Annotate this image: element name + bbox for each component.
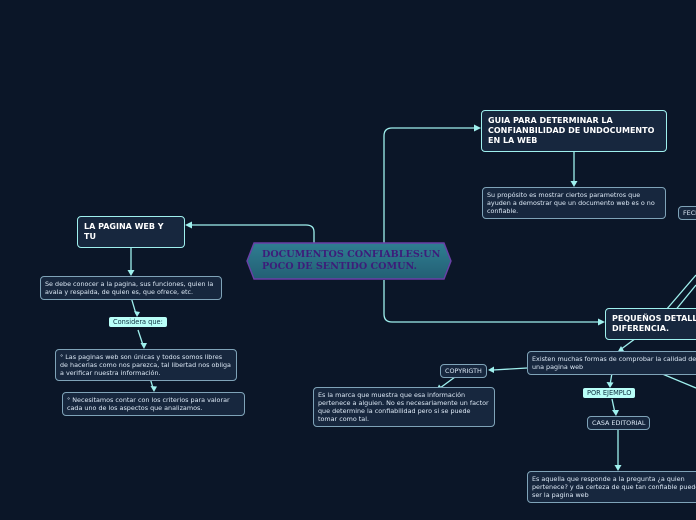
existen-node[interactable]: Existen muchas formas de comprobar la ca… xyxy=(527,351,696,375)
link-offscreen-1 xyxy=(665,274,696,311)
paginas-unicas-node[interactable]: ° Las paginas web son únicas y todos som… xyxy=(55,349,237,381)
arrow-considera xyxy=(134,311,140,317)
link-center-guia xyxy=(383,127,474,244)
casa-editorial-node[interactable]: CASA EDITORIAL xyxy=(587,416,651,430)
considera-tag[interactable]: Considera que: xyxy=(109,317,167,327)
conocer-node[interactable]: Se debe conocer a la pagina, sus funcion… xyxy=(40,276,222,300)
link-offscreen-2 xyxy=(673,284,696,313)
arrow-proposito xyxy=(570,181,578,187)
arrow-conocer xyxy=(127,270,135,276)
link-center-pequenos xyxy=(383,280,598,323)
arrow-criterios xyxy=(150,386,157,392)
link-existen-copyright xyxy=(492,367,528,371)
arrow-pagina xyxy=(185,221,192,229)
aquella-node[interactable]: Es aquella que responde a la pregunta ¿a… xyxy=(527,471,696,503)
arrow-casa xyxy=(612,410,619,416)
arrow-aquella xyxy=(614,465,622,471)
guia-node[interactable]: GUIA PARA DETERMINAR LA CONFIANBILIDAD D… xyxy=(481,110,667,152)
pagina-web-node[interactable]: LA PAGINA WEB Y TU xyxy=(77,216,185,248)
arrow-copyright xyxy=(488,366,494,373)
pequenos-node[interactable]: PEQUEÑOS DETALL DIFERENCIA. xyxy=(605,308,696,340)
por-ejemplo-tag[interactable]: POR EJEMPLO xyxy=(583,388,636,398)
arrow-pequenos xyxy=(598,318,605,326)
link-considera-unicas xyxy=(137,329,144,346)
copyright-node[interactable]: COPYRIGTH xyxy=(440,364,487,378)
arrow-guia xyxy=(474,124,481,132)
link-copyright-marca xyxy=(439,376,456,389)
proposito-node[interactable]: Su propósito es mostrar ciertos parametr… xyxy=(482,187,666,219)
link-offscreen-4 xyxy=(659,372,696,389)
fecha-node[interactable]: FECH xyxy=(678,206,696,220)
center-node-shape xyxy=(246,242,452,280)
criterios-node[interactable]: ° Necesitamos contar con los criterios p… xyxy=(62,392,245,416)
arrow-unicas xyxy=(140,343,147,349)
center-node-label[interactable]: DOCUMENTOS CONFIABLES:UN POCO DE SENTIDO… xyxy=(262,249,441,272)
arrow-porejemplo xyxy=(606,382,614,388)
link-center-pagina xyxy=(192,224,315,244)
marca-node[interactable]: Es la marca que muestra que esa informac… xyxy=(313,387,495,427)
